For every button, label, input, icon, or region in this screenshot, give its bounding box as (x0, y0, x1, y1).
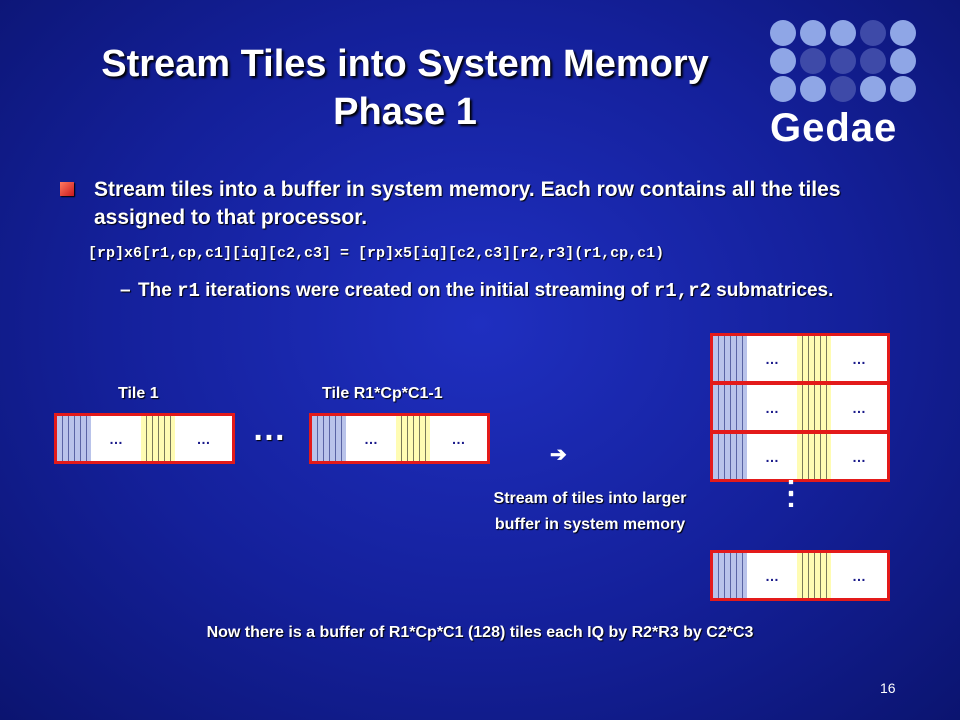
logo-dot (890, 20, 916, 46)
tile-ellipsis: … (747, 385, 797, 430)
logo-dot (770, 76, 796, 102)
between-tiles-ellipsis: … (252, 410, 286, 448)
tile-yellow-block (141, 416, 175, 461)
tile-ellipsis: … (831, 336, 887, 381)
sub-bullet-code1: r1 (177, 280, 200, 302)
sub-bullet: – The r1 iterations were created on the … (120, 276, 900, 306)
logo-dot (770, 20, 796, 46)
gedae-logo: Gedae (770, 20, 920, 151)
stream-description: Stream of tiles into larger buffer in sy… (493, 490, 687, 533)
logo-dot (830, 20, 856, 46)
tile-last-label: Tile R1*Cp*C1-1 (322, 385, 443, 402)
logo-dot (890, 76, 916, 102)
tile-yellow-block (797, 336, 831, 381)
arrow-right-icon: ➔ (550, 444, 567, 466)
tile-blue-block (713, 434, 747, 479)
main-bullet-text: Stream tiles into a buffer in system mem… (94, 178, 841, 229)
slide-title-line1: Stream Tiles into System Memory (101, 43, 709, 85)
logo-word: Gedae (770, 106, 898, 150)
buffer-row: … … (710, 382, 890, 433)
vertical-ellipsis-bottom: : (786, 481, 796, 514)
logo-dot (800, 48, 826, 74)
tile-blue-block (57, 416, 91, 461)
tile-ellipsis: … (747, 434, 797, 479)
logo-dot-grid (770, 20, 920, 102)
tile-ellipsis: … (91, 416, 141, 461)
logo-dot (860, 20, 886, 46)
tile-1-label: Tile 1 (118, 385, 159, 402)
tile-ellipsis: … (430, 416, 487, 461)
logo-dot (830, 76, 856, 102)
footer-note: Now there is a buffer of R1*Cp*C1 (128) … (206, 624, 754, 641)
buffer-row: … … (710, 333, 890, 384)
logo-dot (770, 48, 796, 74)
logo-dot (800, 76, 826, 102)
sub-bullet-mid: iterations were created on the initial s… (199, 280, 654, 301)
slide-title-line2: Phase 1 (333, 91, 477, 133)
tile-1: … … (54, 413, 235, 464)
tile-ellipsis: … (747, 336, 797, 381)
sub-bullet-pre: The (138, 280, 178, 301)
vertical-ellipsis-top: : (786, 469, 796, 502)
tile-ellipsis: … (831, 553, 887, 598)
tile-yellow-block (797, 385, 831, 430)
logo-dot (830, 48, 856, 74)
page-number: 16 (880, 680, 896, 696)
tile-ellipsis: … (346, 416, 396, 461)
logo-dot (890, 48, 916, 74)
tile-yellow-block (797, 553, 831, 598)
bullet-square-icon (60, 182, 74, 196)
tile-blue-block (312, 416, 346, 461)
tile-blue-block (713, 385, 747, 430)
slide-title: Stream Tiles into System Memory Phase 1 (40, 40, 770, 136)
tile-blue-block (713, 336, 747, 381)
tile-yellow-block (396, 416, 430, 461)
main-bullet: Stream tiles into a buffer in system mem… (60, 176, 920, 232)
sub-bullet-code2: r1,r2 (653, 280, 711, 302)
tile-ellipsis: … (747, 553, 797, 598)
tile-ellipsis: … (831, 434, 887, 479)
logo-dot (800, 20, 826, 46)
vertical-ellipsis: : : (786, 469, 796, 514)
tile-last: … … (309, 413, 490, 464)
logo-dot (860, 48, 886, 74)
tile-ellipsis: … (175, 416, 232, 461)
tile-blue-block (713, 553, 747, 598)
dash-marker: – (120, 280, 131, 301)
tile-ellipsis: … (831, 385, 887, 430)
buffer-row-last: … … (710, 550, 890, 601)
code-expression: [rp]x6[r1,cp,c1][iq][c2,c3] = [rp]x5[iq]… (88, 245, 665, 262)
logo-dot (860, 76, 886, 102)
buffer-row: … … (710, 431, 890, 482)
sub-bullet-post: submatrices. (710, 280, 834, 301)
tile-yellow-block (797, 434, 831, 479)
